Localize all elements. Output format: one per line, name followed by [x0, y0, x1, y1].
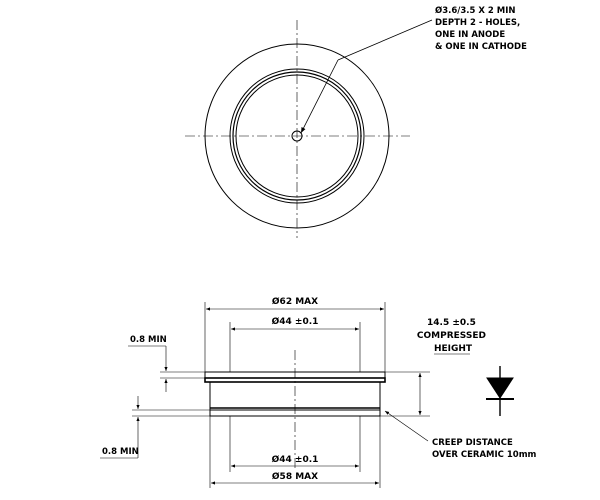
min-bottom-label: 0.8 MIN	[102, 447, 139, 457]
creep-leader	[384, 410, 429, 442]
creep-note-line-2: OVER CERAMIC 10mm	[432, 450, 537, 460]
height-note-line-3: HEIGHT	[434, 344, 473, 354]
dia44-bottom-label: Ø44 ±0.1	[272, 454, 319, 465]
hole-note: Ø3.6/3.5 X 2 MIN DEPTH 2 - HOLES, ONE IN…	[435, 5, 527, 52]
dia44-top-label: Ø44 ±0.1	[272, 316, 319, 327]
center-hole	[291, 130, 303, 142]
diode-triangle	[486, 377, 514, 399]
pole-face-ring	[232, 71, 362, 201]
height-note-line-1: 14.5 ±0.5	[427, 318, 476, 328]
hole-leader	[300, 59, 339, 134]
flange	[204, 377, 386, 383]
hole-note-leader	[337, 19, 433, 61]
hole-note-line-3: ONE IN ANODE	[435, 30, 505, 40]
dia58-label: Ø58 MAX	[272, 471, 318, 482]
height-note: 14.5 ±0.5 COMPRESSED HEIGHT	[417, 318, 489, 354]
creep-note-line-1: CREEP DISTANCE	[432, 438, 513, 448]
pole-face-outer-circle	[229, 68, 365, 204]
diode-symbol	[486, 366, 514, 416]
min-top-label: 0.8 MIN	[130, 335, 167, 345]
side-view: Ø62 MAX Ø44 ±0.1 Ø44 ±0.1 Ø58 MAX 0.8 MI…	[100, 296, 537, 488]
outer-flange-circle	[204, 43, 390, 229]
pole-face-inner-circle	[235, 74, 359, 198]
hole-note-line-2: DEPTH 2 - HOLES,	[435, 18, 520, 28]
dia62-label: Ø62 MAX	[272, 296, 318, 307]
top-view: Ø3.6/3.5 X 2 MIN DEPTH 2 - HOLES, ONE IN…	[185, 5, 527, 238]
creep-note: CREEP DISTANCE OVER CERAMIC 10mm	[432, 438, 537, 460]
hole-note-line-4: & ONE IN CATHODE	[435, 42, 527, 52]
lower-pole-piece	[209, 409, 381, 417]
height-note-line-2: COMPRESSED	[417, 331, 486, 341]
hole-note-line-1: Ø3.6/3.5 X 2 MIN	[435, 5, 516, 16]
